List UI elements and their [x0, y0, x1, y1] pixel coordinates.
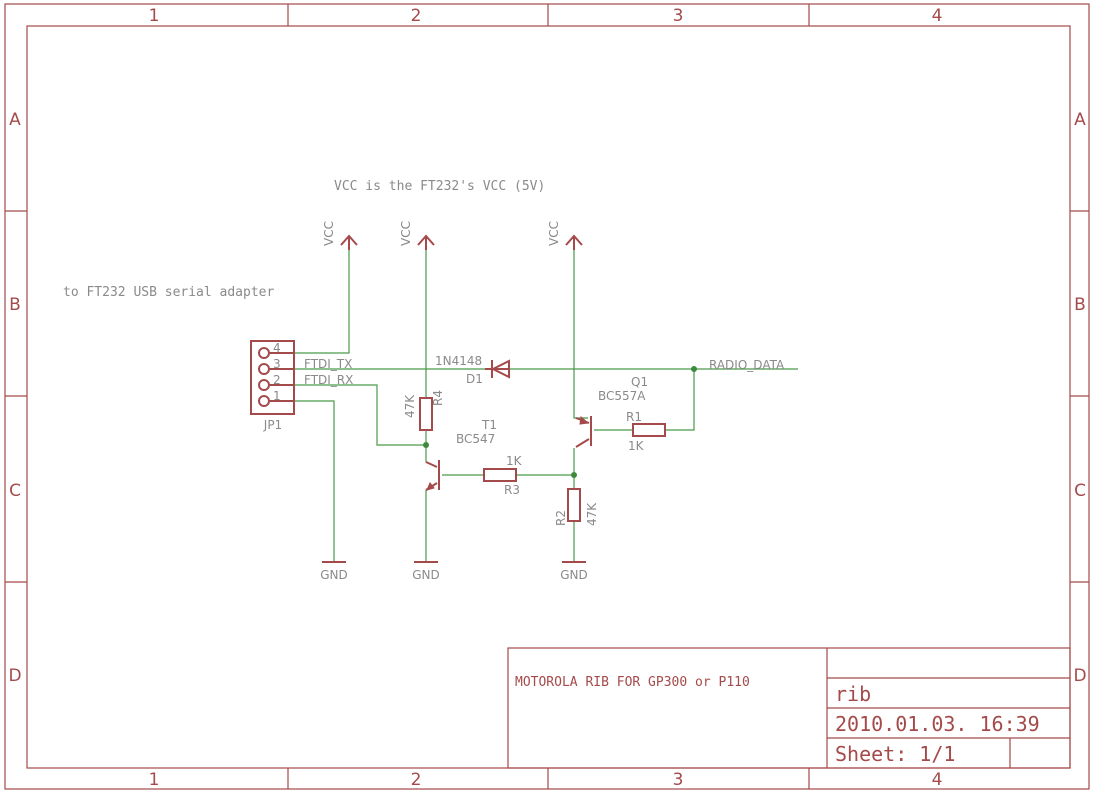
gnd-symbol-3: GND: [560, 561, 588, 582]
gnd-symbol-2: GND: [412, 561, 440, 582]
title-block-title: MOTOROLA RIB FOR GP300 or P110: [515, 675, 750, 690]
row-label-left-d: D: [8, 666, 21, 686]
q1-name: Q1: [631, 375, 648, 389]
r2-value: 47K: [585, 502, 599, 526]
gnd-label-2: GND: [412, 568, 440, 582]
d1-value: 1N4148: [435, 354, 482, 368]
gnd-symbol-1: GND: [320, 561, 348, 582]
r4-name: R4: [431, 390, 445, 406]
vcc-label-3: VCC: [547, 221, 561, 246]
jp1-pin-1: 1: [273, 389, 281, 403]
usb-adapter-note: to FT232 USB serial adapter: [63, 285, 274, 300]
row-label-right-b: B: [1074, 295, 1086, 315]
title-block: MOTOROLA RIB FOR GP300 or P110 rib 2010.…: [507, 647, 1071, 769]
resistor-r1: R1 1K: [626, 410, 666, 453]
t1-name: T1: [481, 418, 497, 432]
row-label-right-d: D: [1073, 666, 1086, 686]
q1-value: BC557A: [598, 389, 646, 403]
resistor-r3: 1K R3: [483, 454, 523, 497]
grid-column-labels: 1 2 3 4 1 2 3 4: [149, 6, 943, 790]
net-label-radio-data: RADIO_DATA: [709, 358, 785, 372]
diode-d1: 1N4148 D1: [435, 354, 510, 386]
r2-name: R2: [554, 510, 568, 526]
resistor-r2: R2 47K: [554, 488, 599, 526]
col-label-top-1: 1: [149, 6, 160, 26]
transistor-q1: Q1 BC557A: [575, 375, 648, 448]
transistor-t1: T1 BC547: [425, 418, 497, 491]
col-label-bottom-1: 1: [149, 770, 160, 790]
resistor-r4: 47K R4: [403, 390, 445, 431]
r1-name: R1: [626, 410, 642, 424]
title-block-sheet: Sheet: 1/1: [835, 742, 955, 766]
gnd-label-1: GND: [320, 568, 348, 582]
title-block-name: rib: [835, 682, 871, 706]
jp1-pin-3: 3: [273, 357, 281, 371]
col-label-top-4: 4: [932, 6, 943, 26]
vcc-symbol-3: VCC: [547, 221, 583, 250]
vcc-label-2: VCC: [399, 221, 413, 246]
jp1-pin-4: 4: [273, 341, 281, 355]
sheet-frame: [4, 3, 1090, 790]
connector-jp1: 4 3 2 1 JP1: [250, 340, 295, 432]
gnd-label-3: GND: [560, 568, 588, 582]
row-label-right-a: A: [1074, 110, 1086, 130]
col-label-bottom-4: 4: [932, 770, 943, 790]
col-label-top-2: 2: [411, 6, 422, 26]
junctions: [423, 366, 697, 478]
col-label-top-3: 3: [673, 6, 684, 26]
jp1-name: JP1: [263, 418, 282, 432]
net-label-ftdi-tx: FTDI_TX: [304, 357, 352, 371]
vcc-symbol-1: VCC: [322, 221, 358, 250]
row-label-right-c: C: [1074, 481, 1086, 501]
col-label-bottom-2: 2: [411, 770, 422, 790]
row-label-left-b: B: [9, 295, 21, 315]
row-label-left-c: C: [9, 481, 21, 501]
r1-value: 1K: [628, 439, 645, 453]
jp1-pin-2: 2: [273, 373, 281, 387]
wires: [275, 248, 798, 561]
t1-value: BC547: [456, 432, 495, 446]
grid-row-labels: A B C D A B C D: [8, 110, 1086, 686]
r3-name: R3: [504, 483, 520, 497]
r3-value: 1K: [506, 454, 523, 468]
vcc-label-1: VCC: [322, 221, 336, 246]
net-label-ftdi-rx: FTDI_RX: [304, 373, 353, 387]
col-label-bottom-3: 3: [673, 770, 684, 790]
title-block-date: 2010.01.03. 16:39: [835, 712, 1040, 736]
row-label-left-a: A: [9, 110, 21, 130]
d1-name: D1: [466, 372, 483, 386]
r4-value: 47K: [403, 394, 417, 418]
vcc-note: VCC is the FT232's VCC (5V): [334, 179, 545, 194]
vcc-symbol-2: VCC: [399, 221, 435, 250]
